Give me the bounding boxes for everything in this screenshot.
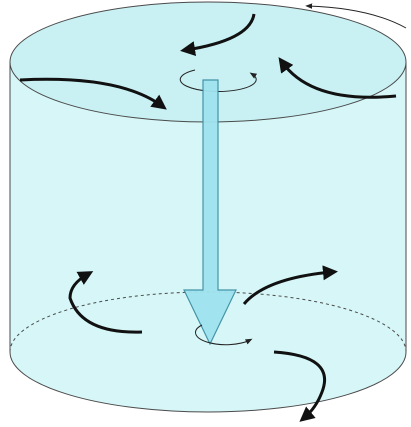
rotating-cylinder-diagram — [0, 0, 411, 427]
